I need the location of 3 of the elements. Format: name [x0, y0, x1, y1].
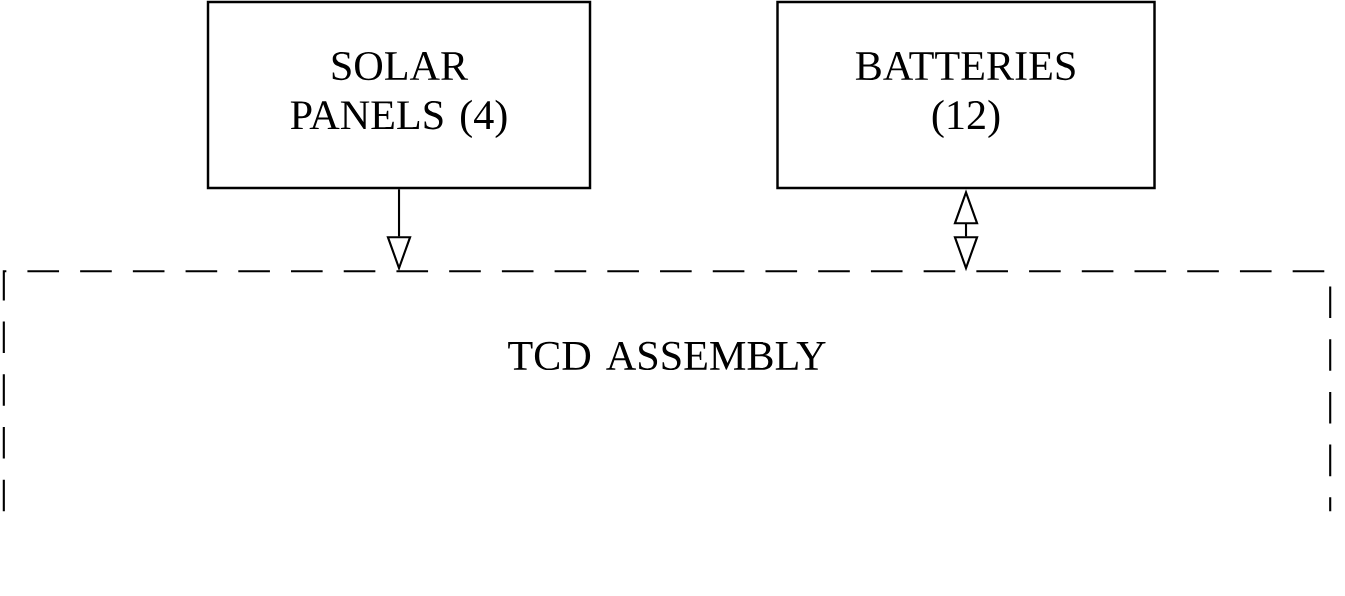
assembly-box: TCD ASSEMBLY — [2, 270, 1332, 512]
component-box: BATTERIES (12) — [776, 0, 1156, 190]
component-box: SOLAR PANELS (4) — [206, 0, 592, 190]
